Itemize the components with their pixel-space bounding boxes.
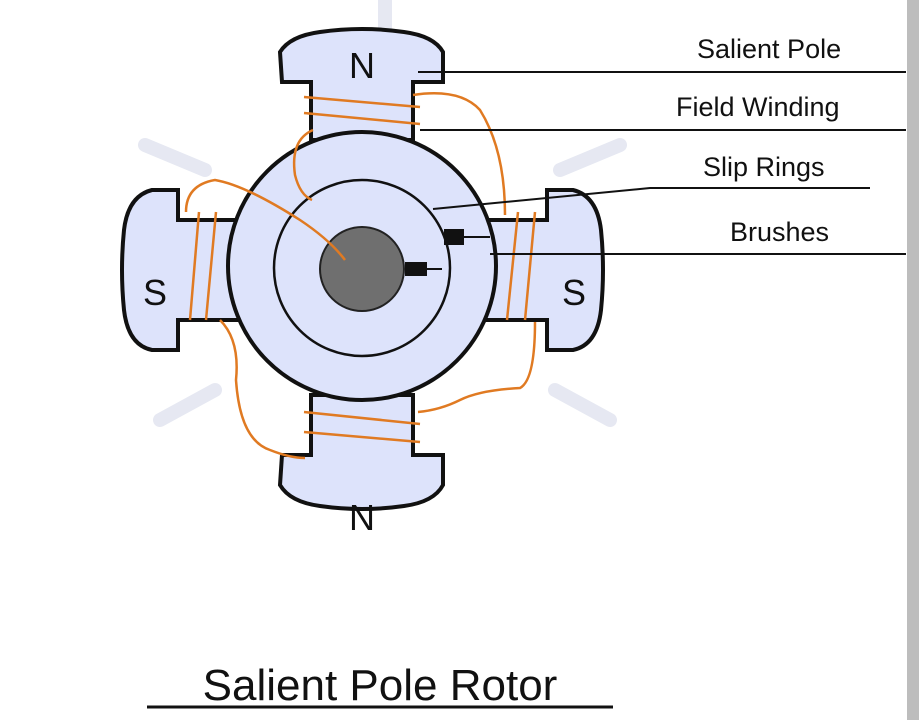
pole-label-bottom: N bbox=[349, 497, 375, 538]
label-field-winding: Field Winding bbox=[676, 92, 840, 122]
pole-label-left: S bbox=[143, 272, 167, 313]
leader-lines bbox=[418, 71, 906, 255]
field-winding bbox=[184, 92, 537, 460]
salient-pole-left bbox=[120, 188, 242, 352]
label-slip-rings: Slip Rings bbox=[703, 152, 825, 182]
brush-shaft bbox=[405, 262, 427, 276]
pole-label-right: S bbox=[562, 272, 586, 313]
shaft bbox=[319, 226, 405, 312]
diagram-title: Salient Pole Rotor bbox=[203, 661, 558, 710]
salient-pole-right bbox=[483, 188, 605, 352]
label-salient-pole: Salient Pole bbox=[697, 34, 841, 64]
label-brushes: Brushes bbox=[730, 217, 829, 247]
pole-label-top: N bbox=[349, 45, 375, 86]
watermark bbox=[138, 0, 627, 427]
scrollbar[interactable] bbox=[907, 0, 919, 720]
salient-pole-bottom bbox=[277, 393, 445, 511]
brush-ring bbox=[444, 229, 464, 245]
salient-pole-top bbox=[277, 27, 445, 142]
